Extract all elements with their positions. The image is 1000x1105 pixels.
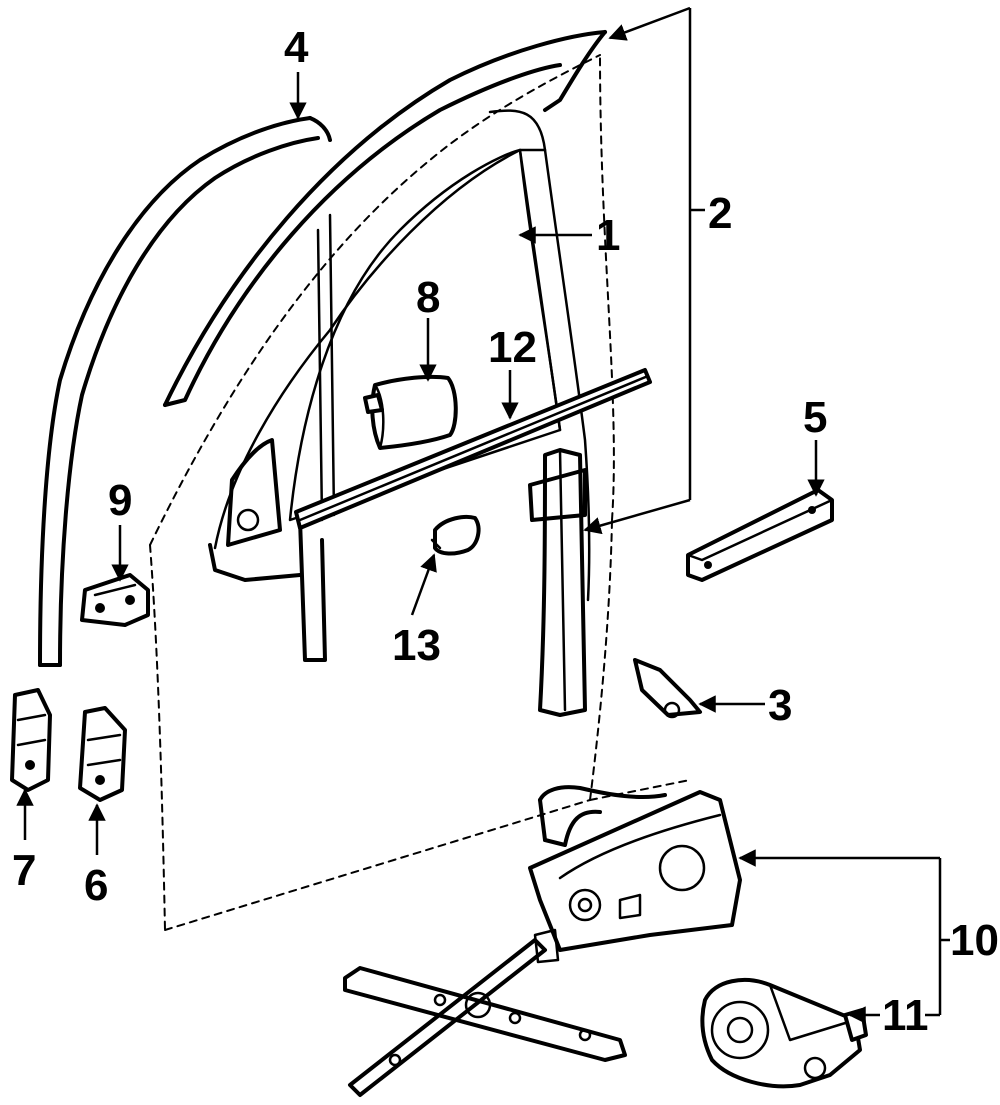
callout-labels: 1 2 3 4 5 6 7 8 9 10 11 12 13 — [12, 23, 999, 1040]
callout-10: 10 — [950, 916, 999, 965]
callout-4: 4 — [284, 23, 309, 72]
leader-lines — [16, 6, 950, 1024]
window-regulator — [343, 785, 742, 1097]
front-channel — [226, 438, 327, 662]
callout-8: 8 — [416, 273, 440, 322]
glass-run-channel — [38, 116, 332, 667]
hinge-part — [80, 573, 150, 627]
mirror-part — [430, 514, 481, 556]
small-bracket — [633, 658, 702, 719]
callout-13: 13 — [392, 621, 441, 670]
regulator-motor — [700, 978, 868, 1089]
bracket-part — [686, 488, 834, 582]
callout-12: 12 — [488, 323, 537, 372]
speaker-part — [363, 374, 458, 450]
rear-channel — [528, 448, 587, 717]
door-shell — [149, 54, 691, 931]
callout-1: 1 — [596, 211, 620, 260]
callout-11: 11 — [882, 991, 929, 1040]
belt-weatherstrip — [294, 368, 652, 530]
lock-actuator-7 — [10, 688, 52, 792]
callout-3: 3 — [768, 681, 792, 730]
callout-6: 6 — [84, 861, 108, 910]
callout-2: 2 — [708, 189, 732, 238]
window-glass — [288, 148, 562, 522]
lock-actuator-6 — [78, 706, 127, 802]
callout-5: 5 — [803, 393, 827, 442]
callout-9: 9 — [108, 476, 132, 525]
callout-7: 7 — [12, 846, 36, 895]
